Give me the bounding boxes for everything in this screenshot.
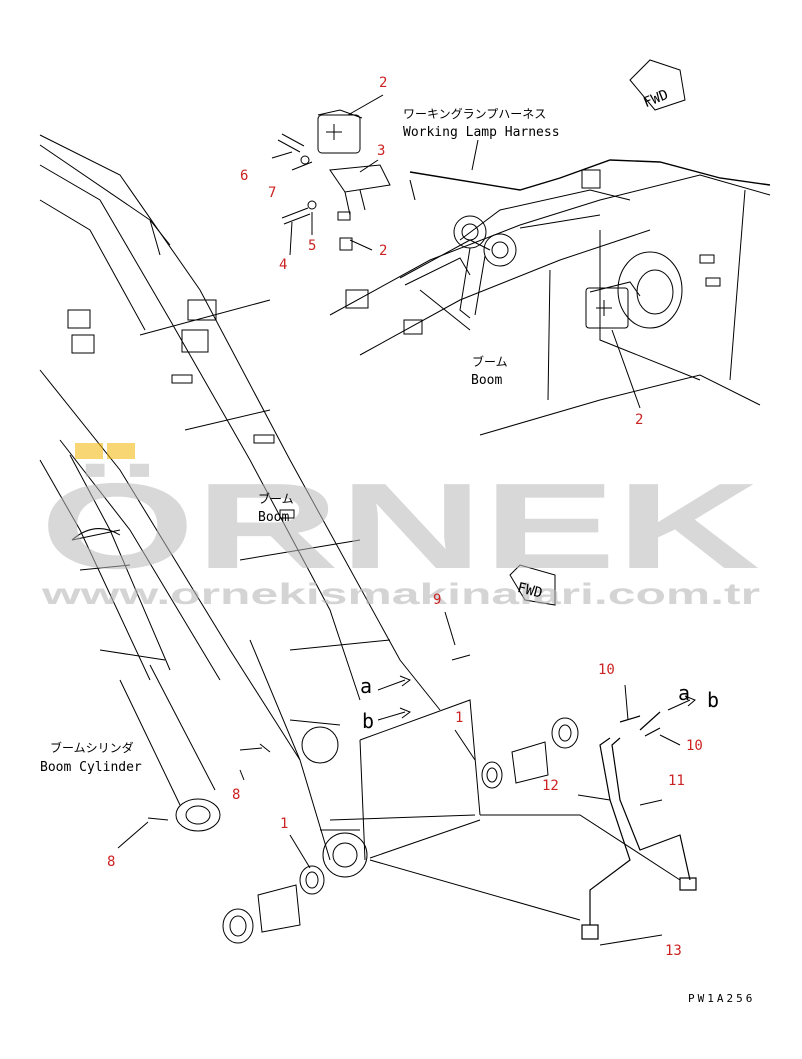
callout-numbers: 1 1 2 2 2 3 4 5 6 7 8 8 9 10 10 11 12 13	[107, 75, 703, 959]
boom-cylinder-drawing	[39, 454, 221, 832]
callout-8-lower: 8	[107, 854, 115, 870]
watermark-accent-right	[107, 443, 135, 459]
cylinder-label-jp: ブームシリンダ	[50, 740, 134, 755]
boom-mid-label-en: Boom	[258, 510, 289, 525]
watermark-accent-left	[75, 443, 103, 459]
label-b-right: b	[707, 688, 719, 712]
watermark: ÖRNEK www.ornekismakinalari.com.tr	[40, 443, 761, 611]
grease-tubes	[581, 711, 697, 940]
callout-9: 9	[433, 592, 441, 608]
callout-12: 12	[542, 778, 559, 794]
callout-2-right-lamp: 2	[635, 412, 643, 428]
label-a-left: a	[360, 674, 372, 698]
fwd-label-top: FWD	[641, 87, 670, 111]
callout-10-top: 10	[598, 662, 615, 678]
callout-4: 4	[279, 257, 287, 273]
cylinder-label-en: Boom Cylinder	[40, 760, 142, 775]
label-a-right: a	[678, 681, 690, 705]
label-b-left: b	[362, 709, 374, 733]
harness-label-en: Working Lamp Harness	[403, 125, 560, 140]
callout-13: 13	[665, 943, 682, 959]
grease-fittings	[147, 654, 471, 821]
callout-2-lamp: 2	[379, 75, 387, 91]
fwd-label-mid: FWD	[516, 580, 544, 602]
callout-1-right: 1	[455, 710, 463, 726]
fwd-arrows	[509, 59, 686, 606]
ab-arrows-left	[377, 675, 696, 721]
bushings	[222, 717, 579, 944]
callout-10-right: 10	[686, 738, 703, 754]
drawing-code: PW1A256	[688, 992, 755, 1005]
line-art	[39, 59, 771, 946]
callout-8-upper: 8	[232, 787, 240, 803]
leader-lines	[117, 94, 681, 946]
callout-11: 11	[668, 773, 685, 789]
boom-upper-label-jp: ブーム	[472, 354, 508, 369]
callout-5: 5	[308, 238, 316, 254]
callout-2-nut: 2	[379, 243, 387, 259]
text-labels: ワーキングランプハーネス Working Lamp Harness ブーム Bo…	[40, 87, 755, 1005]
lamp-assembly	[277, 109, 391, 251]
boom-upper-label-en: Boom	[471, 373, 502, 388]
boom-mid-label-jp: ブーム	[258, 491, 294, 506]
callout-6: 6	[240, 168, 248, 184]
callout-1-left: 1	[280, 816, 288, 832]
callout-3: 3	[377, 143, 385, 159]
watermark-brand: ÖRNEK	[40, 458, 760, 594]
watermark-url: www.ornekismakinalari.com.tr	[40, 578, 760, 611]
callout-7: 7	[268, 185, 276, 201]
upper-boom-drawing	[329, 159, 771, 436]
main-boom-drawing	[39, 134, 481, 878]
harness-label-jp: ワーキングランプハーネス	[403, 107, 546, 121]
